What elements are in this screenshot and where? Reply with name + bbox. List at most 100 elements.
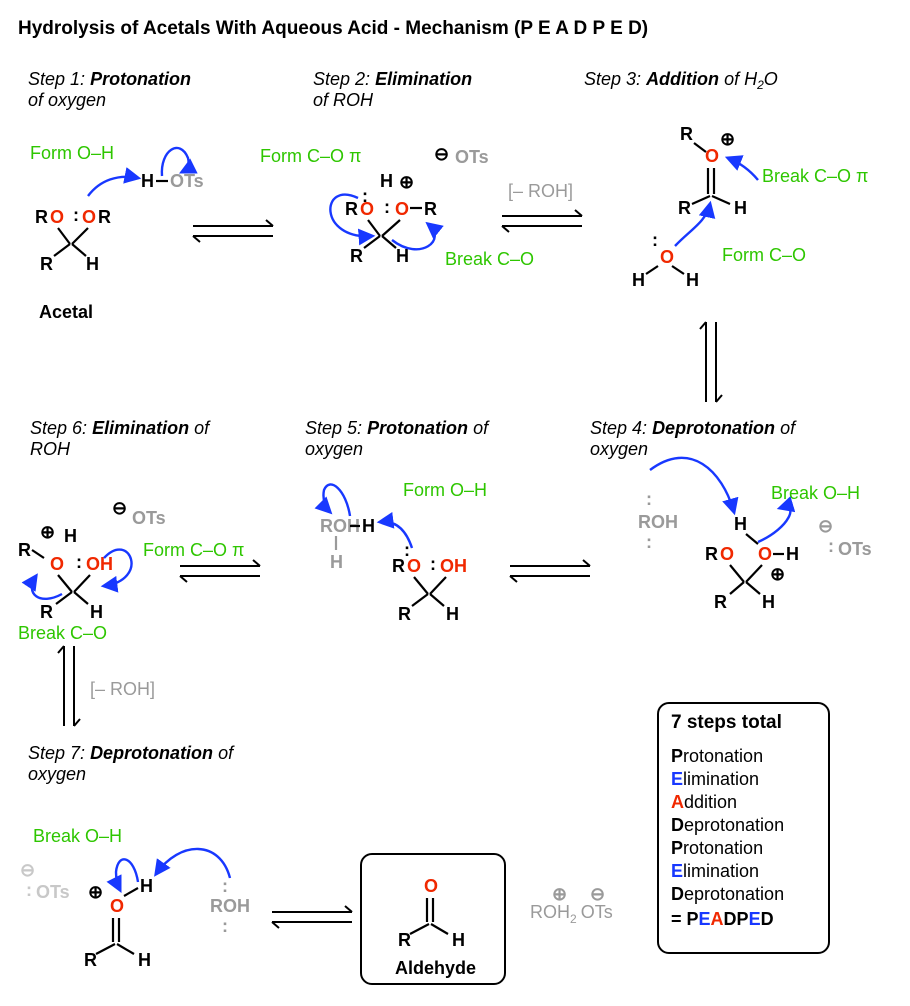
atom-r: R	[345, 199, 358, 219]
atom-h: H	[64, 526, 77, 546]
lone-pair: :	[652, 230, 658, 250]
atom-r: R	[84, 950, 97, 970]
minus-charge: ⊖	[590, 884, 605, 904]
lone-pair: :	[646, 489, 652, 509]
lone-pair: :	[404, 540, 410, 560]
atom-r: R	[398, 604, 411, 624]
step-6-heading: Step 6: Elimination of ROH	[30, 418, 210, 459]
summary-list: Protonation Elimination Addition Deproto…	[671, 745, 784, 931]
atom-r: R	[714, 592, 727, 612]
atom-h: H	[734, 514, 747, 534]
equilibrium-arrow	[509, 559, 591, 583]
step-5-heading: Step 5: Protonation of oxygen	[305, 418, 489, 459]
acetal-label: Acetal	[39, 302, 94, 322]
form-co-pi-label-2: Form C–O π	[260, 146, 362, 166]
atom-h: H	[140, 876, 153, 896]
atom-o: O	[424, 876, 438, 896]
protonated-hemiacetal: ⊖ OTs ⊕ H R O : OH R H	[18, 498, 166, 622]
ots-label: OTs	[170, 171, 204, 191]
lone-pair: :	[384, 197, 390, 217]
plus-charge: ⊕	[770, 564, 785, 584]
atom-h: H	[330, 552, 343, 572]
summary-title: 7 steps total	[671, 712, 782, 733]
summary-item: Deprotonation	[671, 815, 785, 835]
roh-label: ROH	[638, 512, 678, 532]
summary-box: 7 steps total Protonation Elimination Ad…	[657, 702, 830, 954]
oxocarbenium-addition: R O ⊕ R H : O H H	[632, 124, 747, 290]
atom-h: H	[632, 270, 645, 290]
plus-charge: ⊕	[720, 129, 735, 149]
atom-o: O	[720, 544, 734, 564]
hemiacetal-protonated: : ROH : H R O O H ⊕ R H ⊖ : OTs	[638, 489, 872, 612]
atom-r: R	[18, 540, 31, 560]
atom-o: O	[395, 199, 409, 219]
minus-charge: ⊖	[818, 516, 833, 536]
lone-pair: :	[26, 880, 32, 900]
break-oh-label-7: Break O–H	[33, 826, 123, 846]
atom-o: O	[50, 207, 64, 227]
ots-label: OTs	[838, 539, 872, 559]
atom-r: R	[392, 556, 405, 576]
aldehyde-molecule: O R H	[398, 876, 465, 950]
equilibrium-arrow	[179, 559, 261, 583]
atom-r: R	[398, 930, 411, 950]
minus-charge: ⊖	[434, 144, 449, 164]
summary-item: Protonation	[671, 838, 764, 858]
atom-h: H	[786, 544, 799, 564]
atom-h: H	[380, 171, 393, 191]
ots-label: OTs	[132, 508, 166, 528]
atom-h: H	[734, 198, 747, 218]
atom-r: R	[40, 254, 53, 274]
atom-h: H	[396, 246, 409, 266]
atom-r: R	[680, 124, 693, 144]
atom-h: H	[90, 602, 103, 622]
step-3-heading: Step 3: Addition of H2O	[584, 69, 778, 92]
atom-r: R	[98, 207, 111, 227]
atom-r: R	[424, 199, 437, 219]
lone-pair: :	[73, 205, 79, 225]
atom-h: H	[362, 516, 375, 536]
atom-h: H	[138, 950, 151, 970]
atom-o: O	[660, 247, 674, 267]
acetal-molecule: R O : O R R H H OTs	[35, 171, 204, 274]
form-oh-label-1: Form O–H	[30, 143, 115, 163]
atom-r: R	[35, 207, 48, 227]
equilibrium-arrow	[192, 219, 274, 243]
summary-item: Elimination	[671, 769, 760, 789]
plus-charge: ⊕	[552, 884, 567, 904]
step-7-heading: Step 7: Deprotonation of oxygen	[28, 743, 234, 784]
atom-o: O	[82, 207, 96, 227]
atom-oh: OH	[86, 554, 113, 574]
minus-charge: ⊖	[112, 498, 127, 518]
atom-o: O	[360, 199, 374, 219]
minus-charge: ⊖	[20, 860, 35, 880]
ots-label: OTs	[36, 882, 70, 902]
lone-pair: :	[222, 916, 228, 936]
equilibrium-arrow	[699, 321, 723, 403]
atom-oh: OH	[440, 556, 467, 576]
plus-charge: ⊕	[399, 172, 414, 192]
atom-h: H	[86, 254, 99, 274]
atom-r: R	[350, 246, 363, 266]
summary-item: Addition	[671, 792, 738, 812]
summary-item: Elimination	[671, 861, 760, 881]
equilibrium-arrow	[271, 905, 353, 929]
roh-label: ROH	[320, 516, 360, 536]
minus-roh-label-2: [– ROH]	[90, 679, 156, 699]
atom-o: O	[705, 146, 719, 166]
atom-o: O	[407, 556, 421, 576]
page-title: Hydrolysis of Acetals With Aqueous Acid …	[18, 18, 649, 39]
atom-h: H	[141, 171, 154, 191]
form-oh-label-5: Form O–H	[403, 480, 488, 500]
lone-pair: :	[222, 876, 228, 896]
step-1-heading: Step 1: Protonation of oxygen	[28, 69, 192, 110]
lone-pair: :	[430, 554, 436, 574]
atom-h: H	[686, 270, 699, 290]
aldehyde-label: Aldehyde	[395, 958, 477, 978]
plus-charge: ⊕	[40, 522, 55, 542]
equilibrium-arrow	[57, 645, 81, 727]
break-co-label-2: Break C–O	[445, 249, 535, 269]
